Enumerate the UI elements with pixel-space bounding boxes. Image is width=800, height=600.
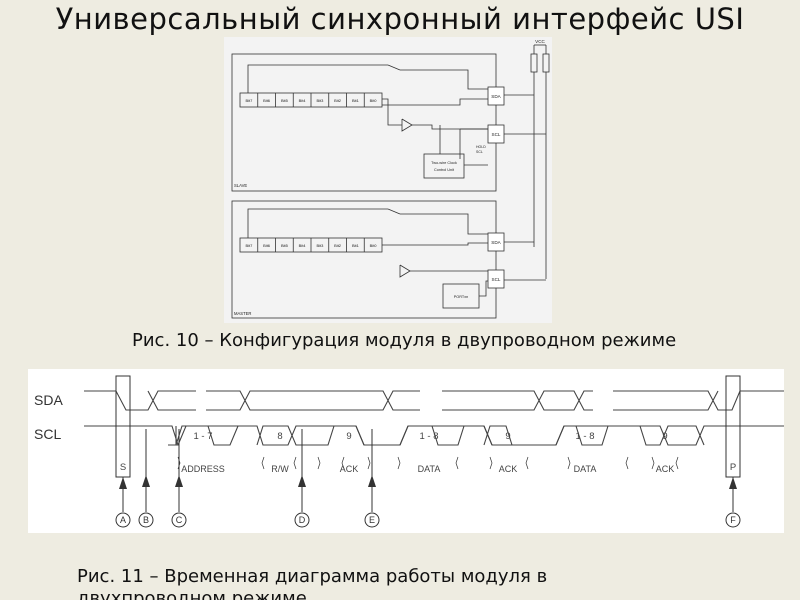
slave-bit-6: Bit6 — [263, 98, 271, 103]
master-bit-5: Bit5 — [281, 243, 289, 248]
clock-control-unit — [423, 153, 465, 179]
vcc-label: VCC — [535, 39, 545, 44]
label-ack-1: ACK — [340, 464, 359, 474]
start-label: S — [120, 462, 126, 473]
label-ack-3: ACK — [656, 464, 675, 474]
sda-label-master: SDA — [491, 240, 501, 245]
marker-f: F — [730, 515, 736, 525]
clock-unit-label-1: Two-wire Clock — [431, 161, 457, 165]
master-box — [231, 200, 497, 319]
marker-c: C — [176, 515, 183, 525]
sda-waveform — [84, 390, 784, 411]
slide-title: Универсальный синхронный интерфейс USI — [55, 2, 745, 36]
master-bit-6: Bit6 — [263, 243, 271, 248]
slave-bit-4: Bit4 — [299, 98, 307, 103]
master-bit-1: Bit1 — [352, 243, 360, 248]
master-bit-7: Bit7 — [245, 243, 253, 248]
count-ack-3: 9 — [662, 431, 667, 442]
slave-bit-2: Bit2 — [334, 98, 342, 103]
slave-bit-1: Bit1 — [352, 98, 360, 103]
timing-diagram: SDA SCL S P 1 - 7 8 9 1 - 8 9 1 - 8 9 AD… — [28, 369, 784, 533]
sda-pin-master — [487, 232, 505, 252]
slave-bit-5: Bit5 — [281, 98, 289, 103]
master-label: MASTER — [234, 311, 251, 316]
sda-pin-slave — [487, 86, 505, 106]
pullup-resistor-scl — [542, 53, 550, 73]
slave-label: SLAVE — [234, 183, 247, 188]
usi-two-wire-config-diagram: VCC SDA SCL SDA SCL Two-wire Clock Contr… — [224, 37, 552, 323]
marker-d: D — [299, 515, 306, 525]
slave-bit-0: Bit0 — [370, 98, 378, 103]
count-ack-1: 9 — [346, 431, 351, 442]
segment-separators — [177, 456, 679, 470]
label-ack-2: ACK — [499, 464, 518, 474]
portb-label: PORTxn — [454, 295, 469, 299]
hold-label-2: SCL — [476, 150, 483, 154]
slave-bit-7: Bit7 — [245, 98, 253, 103]
scl-waveform — [84, 425, 784, 446]
scl-label-slave: SCL — [492, 132, 501, 137]
slave-shift-register — [239, 92, 383, 108]
sda-label: SDA — [34, 392, 63, 408]
marker-arrows — [119, 475, 737, 489]
scl-pin-slave — [487, 124, 505, 144]
stop-label: P — [730, 462, 736, 473]
master-bit-2: Bit2 — [334, 243, 342, 248]
label-rw: R/W — [271, 464, 289, 474]
figure-10-caption: Рис. 10 – Конфигурация модуля в двупрово… — [132, 330, 677, 351]
scl-label: SCL — [34, 426, 61, 442]
count-data-2: 1 - 8 — [575, 431, 594, 442]
count-address: 1 - 7 — [193, 431, 212, 442]
label-address: ADDRESS — [181, 464, 225, 474]
pullup-resistor-sda — [530, 53, 538, 73]
figure-11-caption: Рис. 11 – Временная диаграмма работы мод… — [77, 566, 548, 600]
master-bit-4: Bit4 — [299, 243, 307, 248]
sda-label-slave: SDA — [491, 94, 501, 99]
marker-e: E — [369, 515, 375, 525]
count-rw: 8 — [277, 431, 282, 442]
marker-circles — [115, 512, 741, 528]
master-shift-register — [239, 237, 383, 253]
master-bit-0: Bit0 — [370, 243, 378, 248]
marker-lines — [122, 429, 734, 512]
hold-label-1: HOLD — [476, 145, 486, 149]
count-ack-2: 9 — [505, 431, 510, 442]
scl-pin-master — [487, 269, 505, 289]
slave-box — [231, 53, 497, 192]
clock-unit-label-2: Control Unit — [434, 168, 455, 172]
master-bit-3: Bit3 — [316, 243, 324, 248]
slave-bit-3: Bit3 — [316, 98, 324, 103]
marker-b: B — [143, 515, 149, 525]
count-data-1: 1 - 8 — [419, 431, 438, 442]
label-data-1: DATA — [418, 464, 441, 474]
marker-a: A — [120, 515, 126, 525]
scl-label-master: SCL — [492, 277, 501, 282]
label-data-2: DATA — [574, 464, 597, 474]
